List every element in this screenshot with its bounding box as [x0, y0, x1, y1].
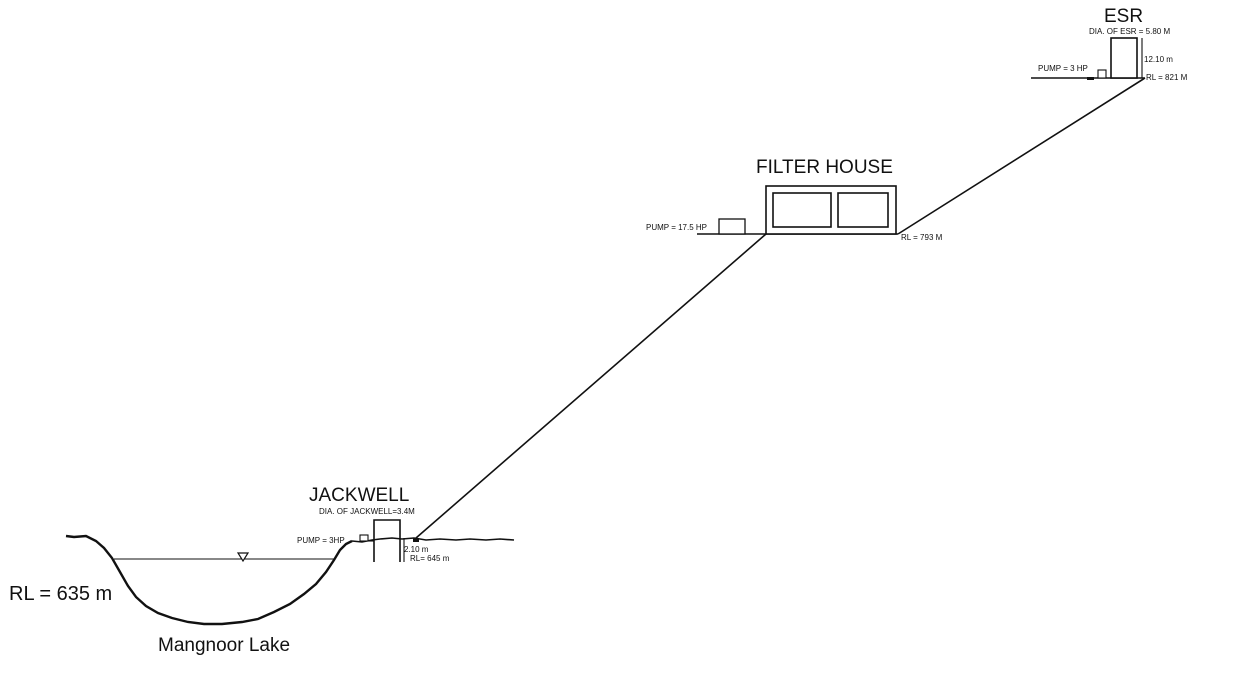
jackwell-diameter-label: DIA. OF JACKWELL=3.4M	[319, 507, 415, 516]
esr-valve-icon	[1087, 77, 1094, 80]
jackwell-structure	[373, 519, 401, 562]
esr-height-label: 12.10 m	[1144, 55, 1173, 64]
lake-name-label: Mangnoor Lake	[158, 635, 290, 656]
esr-pump-icon	[1097, 69, 1107, 79]
esr-diameter-label: DIA. OF ESR = 5.80 M	[1089, 27, 1170, 36]
jackwell-rl-label: RL= 645 m	[410, 554, 450, 563]
filter-house-rl-label: RL = 793 M	[901, 233, 943, 242]
filter-house-pump-icon	[718, 218, 746, 235]
filter-bed-right	[837, 192, 889, 228]
filter-bed-left	[772, 192, 832, 228]
lake-rl-label: RL = 635 m	[9, 583, 112, 605]
esr-pump-label: PUMP = 3 HP	[1038, 64, 1088, 73]
lake-bed-profile	[65, 534, 353, 626]
jackwell-ground-line	[351, 537, 515, 543]
jackwell-valve-icon	[413, 538, 419, 542]
esr-title: ESR	[1104, 6, 1143, 27]
filter-house-title: FILTER HOUSE	[756, 157, 893, 178]
rising-main-jackwell-to-filter-house	[415, 233, 767, 539]
water-level-marker-icon	[236, 552, 250, 563]
jackwell-pump-label: PUMP = 3HP	[297, 536, 345, 545]
rising-main-filter-house-to-esr	[897, 77, 1146, 235]
filter-house-pump-label: PUMP = 17.5 HP	[646, 223, 707, 232]
esr-rl-label: RL = 821 M	[1146, 73, 1188, 82]
jackwell-depth-label: 2.10 m	[404, 545, 429, 554]
jackwell-pump-icon	[359, 534, 369, 542]
jackwell-title: JACKWELL	[309, 485, 409, 506]
esr-tank	[1110, 37, 1138, 79]
